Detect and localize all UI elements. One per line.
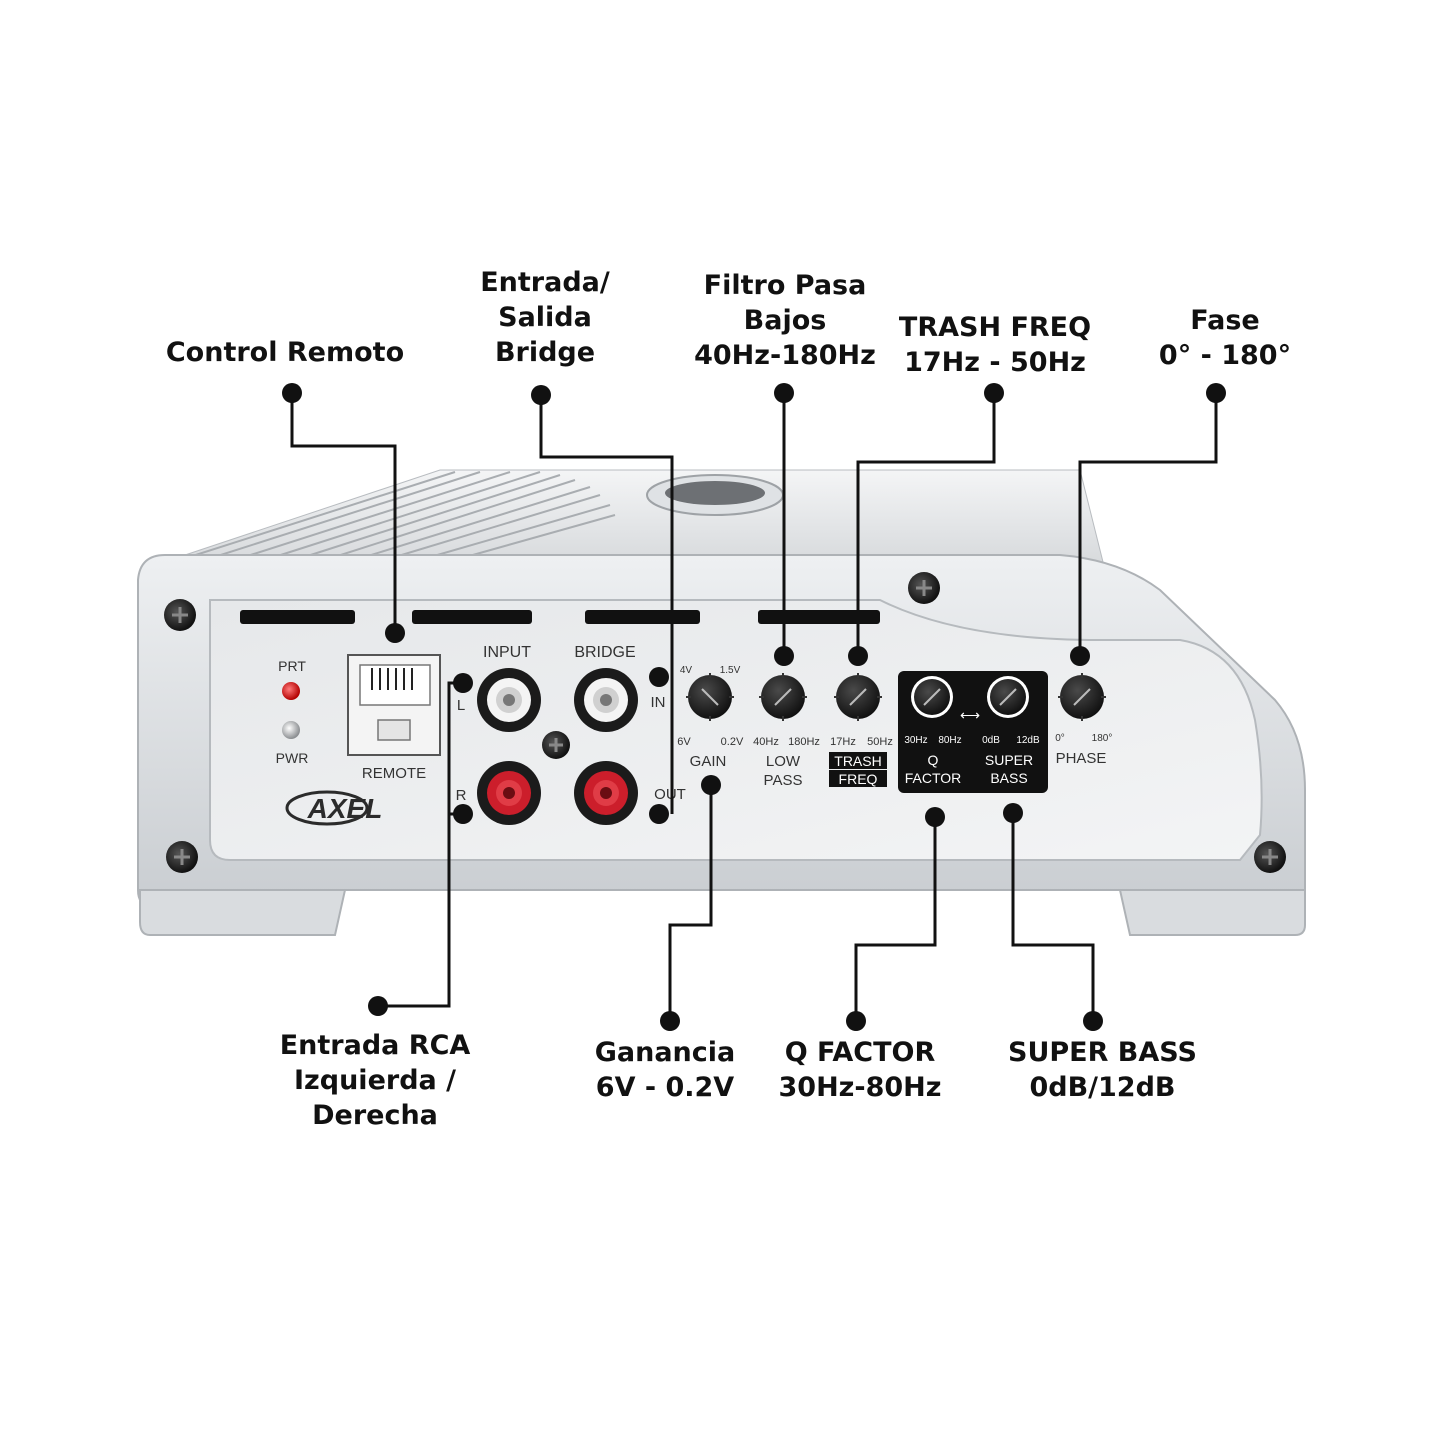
sb-max-label: 12dB <box>1016 735 1040 746</box>
callout-line: Bajos <box>743 305 827 336</box>
callout-line: Fase <box>1190 305 1260 336</box>
callout-filtro-pasa-bajos: Filtro Pasa Bajos 40Hz-180Hz <box>685 268 885 373</box>
prt-label: PRT <box>278 658 306 674</box>
low-pass-label-line2: PASS <box>764 772 803 789</box>
callout-line: 17Hz - 50Hz <box>904 347 1086 378</box>
gain-max-label: 1.5V <box>720 665 741 676</box>
screw <box>164 599 196 631</box>
q-min-label: 30Hz <box>904 735 927 746</box>
trash-label-line2: FREQ <box>839 771 878 787</box>
q-label-line1: Q <box>928 752 939 768</box>
low-pass-max-label: 180Hz <box>788 736 820 748</box>
sb-label-line2: BASS <box>990 770 1027 786</box>
input-label: INPUT <box>483 644 531 661</box>
sb-min-label: 0dB <box>982 735 1000 746</box>
prt-led <box>282 682 300 700</box>
callout-line: TRASH FREQ <box>898 312 1092 343</box>
phase-label: PHASE <box>1056 750 1107 767</box>
gain-high-label: 0.2V <box>721 736 744 748</box>
trash-label-line1: TRASH <box>834 753 881 769</box>
pwr-led <box>282 721 300 739</box>
screw <box>908 572 940 604</box>
leader-trash-freq <box>856 393 996 656</box>
sb-label-line1: SUPER <box>985 752 1033 768</box>
callout-fase: Fase 0° - 180° <box>1135 303 1315 373</box>
phase-knob[interactable] <box>1058 673 1106 721</box>
leader-bridge <box>539 395 674 677</box>
callout-line: Entrada RCA <box>279 1030 471 1061</box>
callout-line: Izquierda / <box>294 1065 456 1096</box>
mounting-foot-left <box>139 889 347 936</box>
bridge-out-label: OUT <box>654 786 686 803</box>
leader-q-factor <box>854 817 937 1021</box>
callout-line: Ganancia <box>594 1037 736 1068</box>
double-arrow-icon: ⟷ <box>960 707 980 723</box>
callout-line: Salida <box>498 302 592 333</box>
trash-min-label: 17Hz <box>830 736 856 748</box>
low-pass-knob[interactable] <box>759 673 807 721</box>
callout-line: Entrada/ <box>480 267 610 298</box>
remote-port[interactable] <box>347 654 441 756</box>
remote-label: REMOTE <box>362 765 426 782</box>
bridge-label: BRIDGE <box>574 644 635 661</box>
callout-ganancia: Ganancia 6V - 0.2V <box>575 1035 755 1105</box>
brand-logo-text: AXEL <box>307 793 383 824</box>
callout-entrada-salida-bridge: Entrada/ Salida Bridge <box>455 265 635 370</box>
pwr-label: PWR <box>276 750 309 766</box>
callout-line: Derecha <box>312 1100 438 1131</box>
leader-dots <box>282 383 1226 1031</box>
trash-max-label: 50Hz <box>867 736 893 748</box>
screw <box>166 841 198 873</box>
callout-entrada-rca: Entrada RCA Izquierda / Derecha <box>270 1028 480 1133</box>
bridge-in-label: IN <box>651 694 666 711</box>
callout-q-factor: Q FACTOR 30Hz-80Hz <box>765 1035 955 1105</box>
screw <box>1254 841 1286 873</box>
callout-line: 40Hz-180Hz <box>694 340 876 371</box>
q-factor-knob[interactable] <box>911 676 953 718</box>
trash-freq-knob[interactable] <box>834 673 882 721</box>
gain-low-label: 6V <box>677 736 691 748</box>
callout-line: SUPER BASS <box>1008 1037 1197 1068</box>
low-pass-min-label: 40Hz <box>753 736 779 748</box>
rca-jack-bridge-in[interactable] <box>574 668 638 732</box>
callout-line: 30Hz-80Hz <box>778 1072 942 1103</box>
mounting-foot-right <box>1118 889 1306 936</box>
q-max-label: 80Hz <box>938 735 961 746</box>
channel-r-label: R <box>456 787 467 804</box>
leader-ganancia <box>668 785 713 1021</box>
gain-min-label: 4V <box>680 665 693 676</box>
rca-jack-input-right[interactable] <box>477 761 541 825</box>
callout-control-remoto: Control Remoto <box>165 335 405 370</box>
super-bass-knob[interactable] <box>987 676 1029 718</box>
callout-line: Bridge <box>494 337 596 368</box>
low-pass-label-line1: LOW <box>766 753 801 770</box>
callout-line: 0dB/12dB <box>1029 1072 1176 1103</box>
leader-control-remoto <box>290 393 397 633</box>
gain-label: GAIN <box>690 753 727 770</box>
phase-max-label: 180° <box>1092 733 1113 744</box>
callout-line: 0° - 180° <box>1158 340 1292 371</box>
front-panel <box>209 599 1263 861</box>
screw <box>542 731 570 759</box>
gain-knob[interactable] <box>686 673 734 721</box>
leader-lines <box>290 393 1218 1021</box>
callout-line: Control Remoto <box>165 337 405 368</box>
phase-min-label: 0° <box>1055 733 1065 744</box>
callout-super-bass: SUPER BASS 0dB/12dB <box>995 1035 1210 1105</box>
q-label-line2: FACTOR <box>905 770 962 786</box>
axel-logo: AXEL <box>285 790 383 826</box>
rca-jack-bridge-out[interactable] <box>574 761 638 825</box>
callout-trash-freq: TRASH FREQ 17Hz - 50Hz <box>890 310 1100 380</box>
callout-line: Filtro Pasa <box>703 270 867 301</box>
callout-line: Q FACTOR <box>784 1037 936 1068</box>
rca-jack-input-left[interactable] <box>477 668 541 732</box>
channel-l-label: L <box>457 697 465 714</box>
callout-line: 6V - 0.2V <box>595 1072 735 1103</box>
leader-fase <box>1078 393 1218 656</box>
leader-super-bass <box>1011 813 1095 1021</box>
